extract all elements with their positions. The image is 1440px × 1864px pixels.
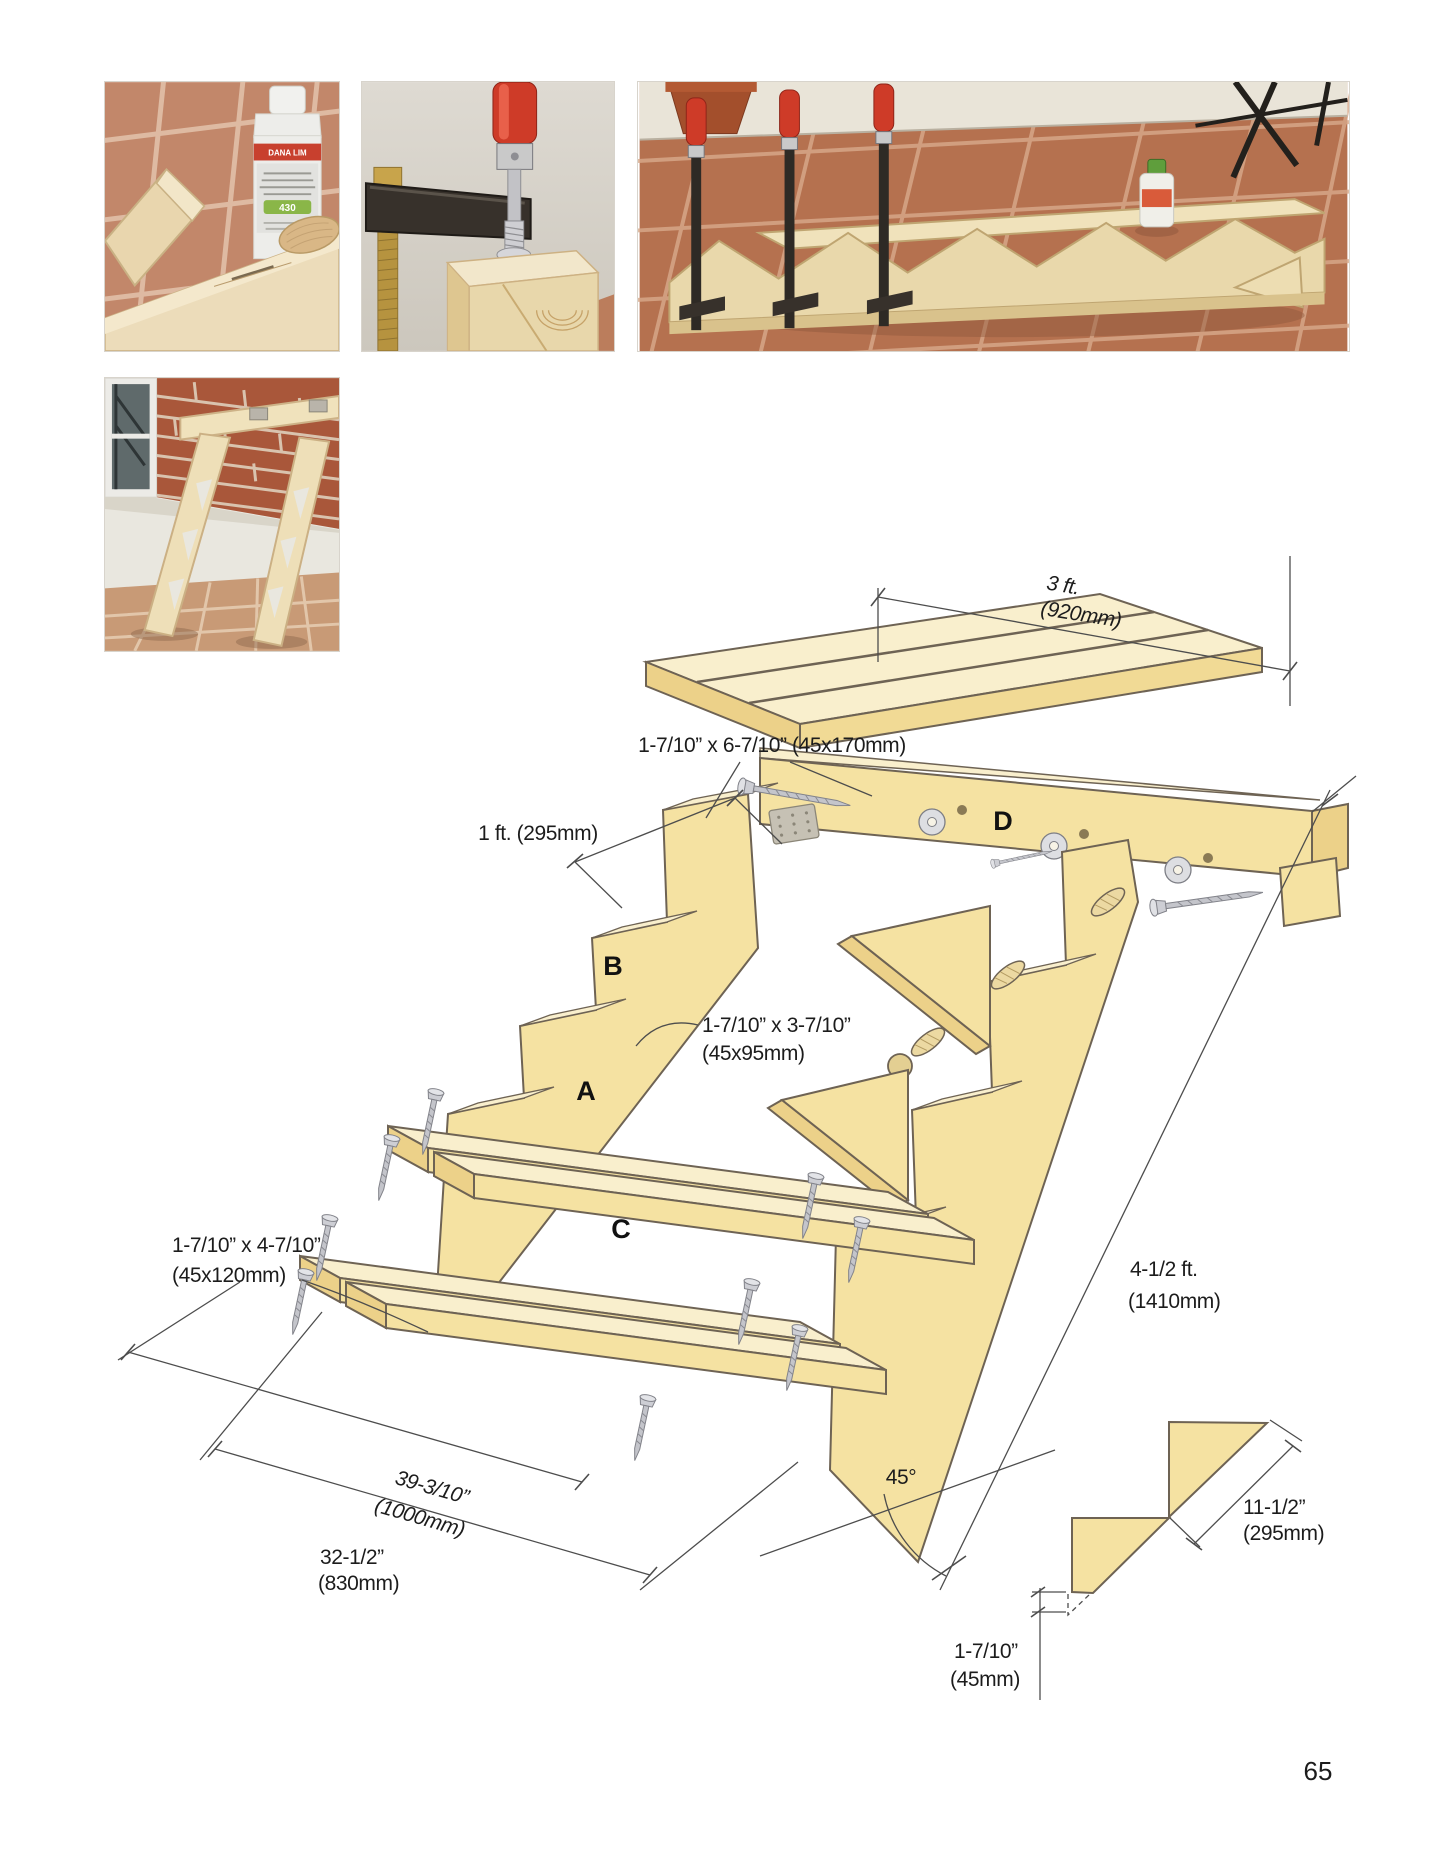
dim-notch-thickness-line2: (45mm) bbox=[950, 1668, 1020, 1691]
board-with-biscuit-slot bbox=[105, 215, 339, 351]
bar-clamp-3 bbox=[866, 83, 913, 327]
wedge-block-2 bbox=[766, 1068, 910, 1210]
window bbox=[105, 378, 158, 498]
bottle-green-band bbox=[263, 200, 312, 215]
callout-board-stringer-line2: (45x95mm) bbox=[702, 1042, 805, 1065]
dim-notch-thickness-line1: 1-7/10” bbox=[954, 1640, 1018, 1663]
pilot-hole bbox=[1203, 853, 1213, 863]
callout-board-tread-line1: 1-7/10” x 4-7/10” bbox=[172, 1234, 321, 1257]
dimension-lines bbox=[117, 556, 1357, 1700]
pilot-hole bbox=[1079, 829, 1089, 839]
dim-notch-hypotenuse-line2: (295mm) bbox=[1243, 1522, 1324, 1545]
bottle-brand-label: DANA LIM bbox=[268, 149, 307, 158]
dim-step-run-top: 1 ft. (295mm) bbox=[478, 822, 598, 845]
dim-notch-hypotenuse-line1: 11-1/2” bbox=[1243, 1496, 1306, 1519]
stringer-left-notches bbox=[168, 479, 213, 611]
part-label-a: A bbox=[576, 1076, 596, 1106]
tread-lower bbox=[299, 1254, 887, 1396]
bottle-code-label: 430 bbox=[279, 203, 296, 214]
callout-board-tread-line2: (45x120mm) bbox=[172, 1264, 286, 1287]
metal-chair-legs bbox=[1195, 82, 1348, 179]
pilot-hole bbox=[957, 805, 967, 815]
notch-detail-triangles bbox=[1071, 1420, 1270, 1595]
nail-plate bbox=[308, 399, 328, 413]
washer bbox=[1164, 856, 1192, 884]
bottle-red-band bbox=[253, 143, 322, 161]
bar-clamp-1 bbox=[679, 97, 725, 331]
photo-clamped-stringers bbox=[637, 81, 1350, 352]
dim-top-width-line1: 3 ft. bbox=[1045, 572, 1081, 600]
wood-block bbox=[445, 249, 600, 351]
dim-stringer-length-line1: 4-1/2 ft. bbox=[1130, 1258, 1198, 1281]
part-label-b: B bbox=[603, 951, 623, 981]
stringer-top-block-far bbox=[1278, 856, 1342, 928]
bottle-label-text-lines bbox=[259, 172, 316, 196]
wood-offcut-board bbox=[105, 167, 206, 288]
biscuit bbox=[278, 215, 339, 254]
tread-upper bbox=[387, 1124, 975, 1266]
top-platform bbox=[642, 592, 1263, 750]
small-glue-bottle bbox=[1134, 158, 1179, 237]
photo-assembled-stringers bbox=[104, 377, 340, 652]
bar-clamp-2 bbox=[772, 89, 819, 329]
stair-stringer-pair bbox=[143, 395, 339, 648]
wall-strip bbox=[639, 82, 1348, 140]
dim-stringer-length-line2: (1410mm) bbox=[1128, 1290, 1221, 1313]
biscuit-slot bbox=[231, 265, 274, 281]
dim-angle: 45° bbox=[886, 1466, 917, 1489]
wedge-block-1 bbox=[836, 904, 992, 1056]
nail-plate bbox=[249, 407, 269, 421]
dim-base-length-line1: 32-1/2” bbox=[320, 1546, 384, 1569]
part-label-c: C bbox=[611, 1214, 631, 1244]
stringer-glue-up bbox=[668, 198, 1326, 335]
callout-board-stringer-line1: 1-7/10” x 3-7/10” bbox=[702, 1014, 851, 1037]
clamp-red-handle bbox=[492, 82, 538, 170]
page-number: 65 bbox=[1303, 1756, 1333, 1786]
part-label-d: D bbox=[993, 806, 1013, 836]
clamp-iron-arm bbox=[364, 182, 532, 240]
callout-board-top-rail: 1-7/10” x 6-7/10” (45x170mm) bbox=[638, 734, 906, 757]
photo-glue-and-biscuit: DANA LIM 430 bbox=[104, 81, 340, 352]
stringer-right-notches bbox=[267, 487, 310, 619]
back-rail-board-d bbox=[759, 747, 1349, 884]
washer bbox=[918, 808, 946, 836]
dim-base-length-line2: (830mm) bbox=[318, 1572, 399, 1595]
dowel bbox=[906, 1022, 950, 1062]
photo-clamp-on-block bbox=[361, 81, 615, 352]
